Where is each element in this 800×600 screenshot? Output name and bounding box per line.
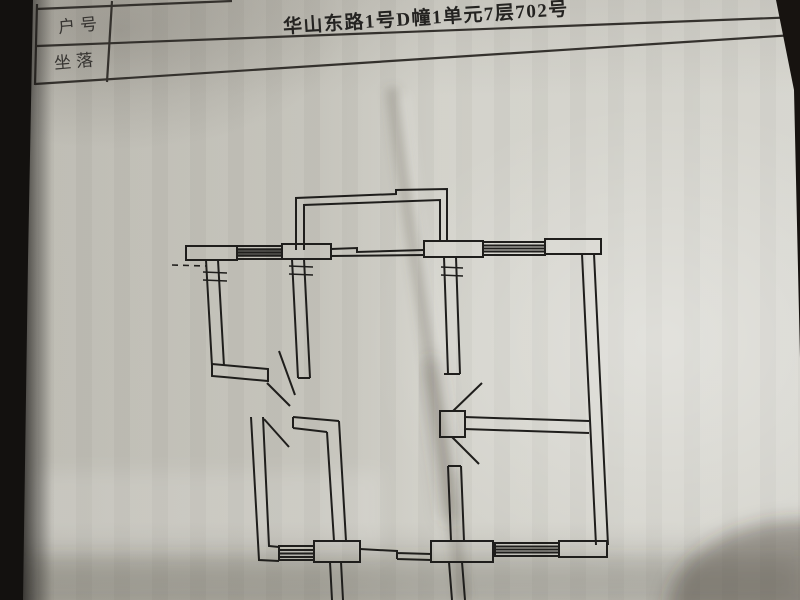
room-west-wall bbox=[250, 416, 280, 562]
wall-pier bbox=[558, 540, 608, 558]
door-swing-lower-left-room bbox=[263, 418, 290, 448]
lower-left-room bbox=[250, 416, 361, 600]
form-table-grid bbox=[33, 0, 800, 86]
wall-pier bbox=[281, 243, 332, 260]
top-right-black-edge bbox=[776, 0, 800, 358]
west-wall-upper bbox=[202, 259, 269, 383]
table-line-middle bbox=[36, 15, 800, 48]
table-column-divider bbox=[105, 0, 114, 83]
window-hatch-south-left bbox=[278, 545, 315, 561]
row-label-household-number: 户号 bbox=[57, 14, 103, 37]
room-east-wall bbox=[326, 420, 347, 542]
window-hatch-north-left bbox=[236, 245, 283, 260]
door-swing-upper-right-room bbox=[452, 382, 483, 412]
wall-pier bbox=[544, 238, 602, 255]
right-rooms-divider-wall bbox=[463, 416, 590, 434]
left-black-edge bbox=[0, 0, 33, 600]
wall-pier bbox=[185, 245, 238, 261]
dimension-dash-line bbox=[171, 264, 207, 267]
hall-south-wall bbox=[359, 540, 494, 600]
wall-tick-marks bbox=[202, 271, 228, 282]
door-swing-upper-left-room bbox=[278, 350, 296, 396]
wall-pier bbox=[313, 540, 361, 563]
balcony-door-sill bbox=[330, 246, 425, 257]
table-line-top bbox=[35, 0, 233, 11]
bottom-right-shadow bbox=[668, 520, 800, 600]
north-wall bbox=[185, 238, 602, 261]
wall-tick-marks bbox=[440, 266, 464, 277]
door-swing-vestibule bbox=[266, 382, 291, 407]
step-wall bbox=[211, 362, 269, 383]
paper-fold-crease bbox=[26, 87, 800, 600]
lower-right-room bbox=[494, 540, 608, 558]
balcony-outline bbox=[295, 187, 448, 250]
table-line-bottom bbox=[34, 33, 795, 86]
wall-extension-below bbox=[329, 561, 344, 600]
mid-wall-right bbox=[439, 256, 483, 542]
window-hatch-south-right bbox=[494, 542, 560, 557]
mid-wall-upper bbox=[288, 258, 314, 379]
room-north-wall bbox=[292, 416, 340, 433]
wall-extension-below bbox=[448, 561, 466, 600]
wall-tick-marks bbox=[288, 265, 314, 276]
door-swing-lower-right-room bbox=[451, 436, 480, 465]
east-wall bbox=[581, 253, 609, 546]
window-hatch-north-right bbox=[482, 241, 546, 256]
row-label-location: 坐落 bbox=[53, 50, 99, 73]
wall-pier bbox=[423, 240, 484, 258]
